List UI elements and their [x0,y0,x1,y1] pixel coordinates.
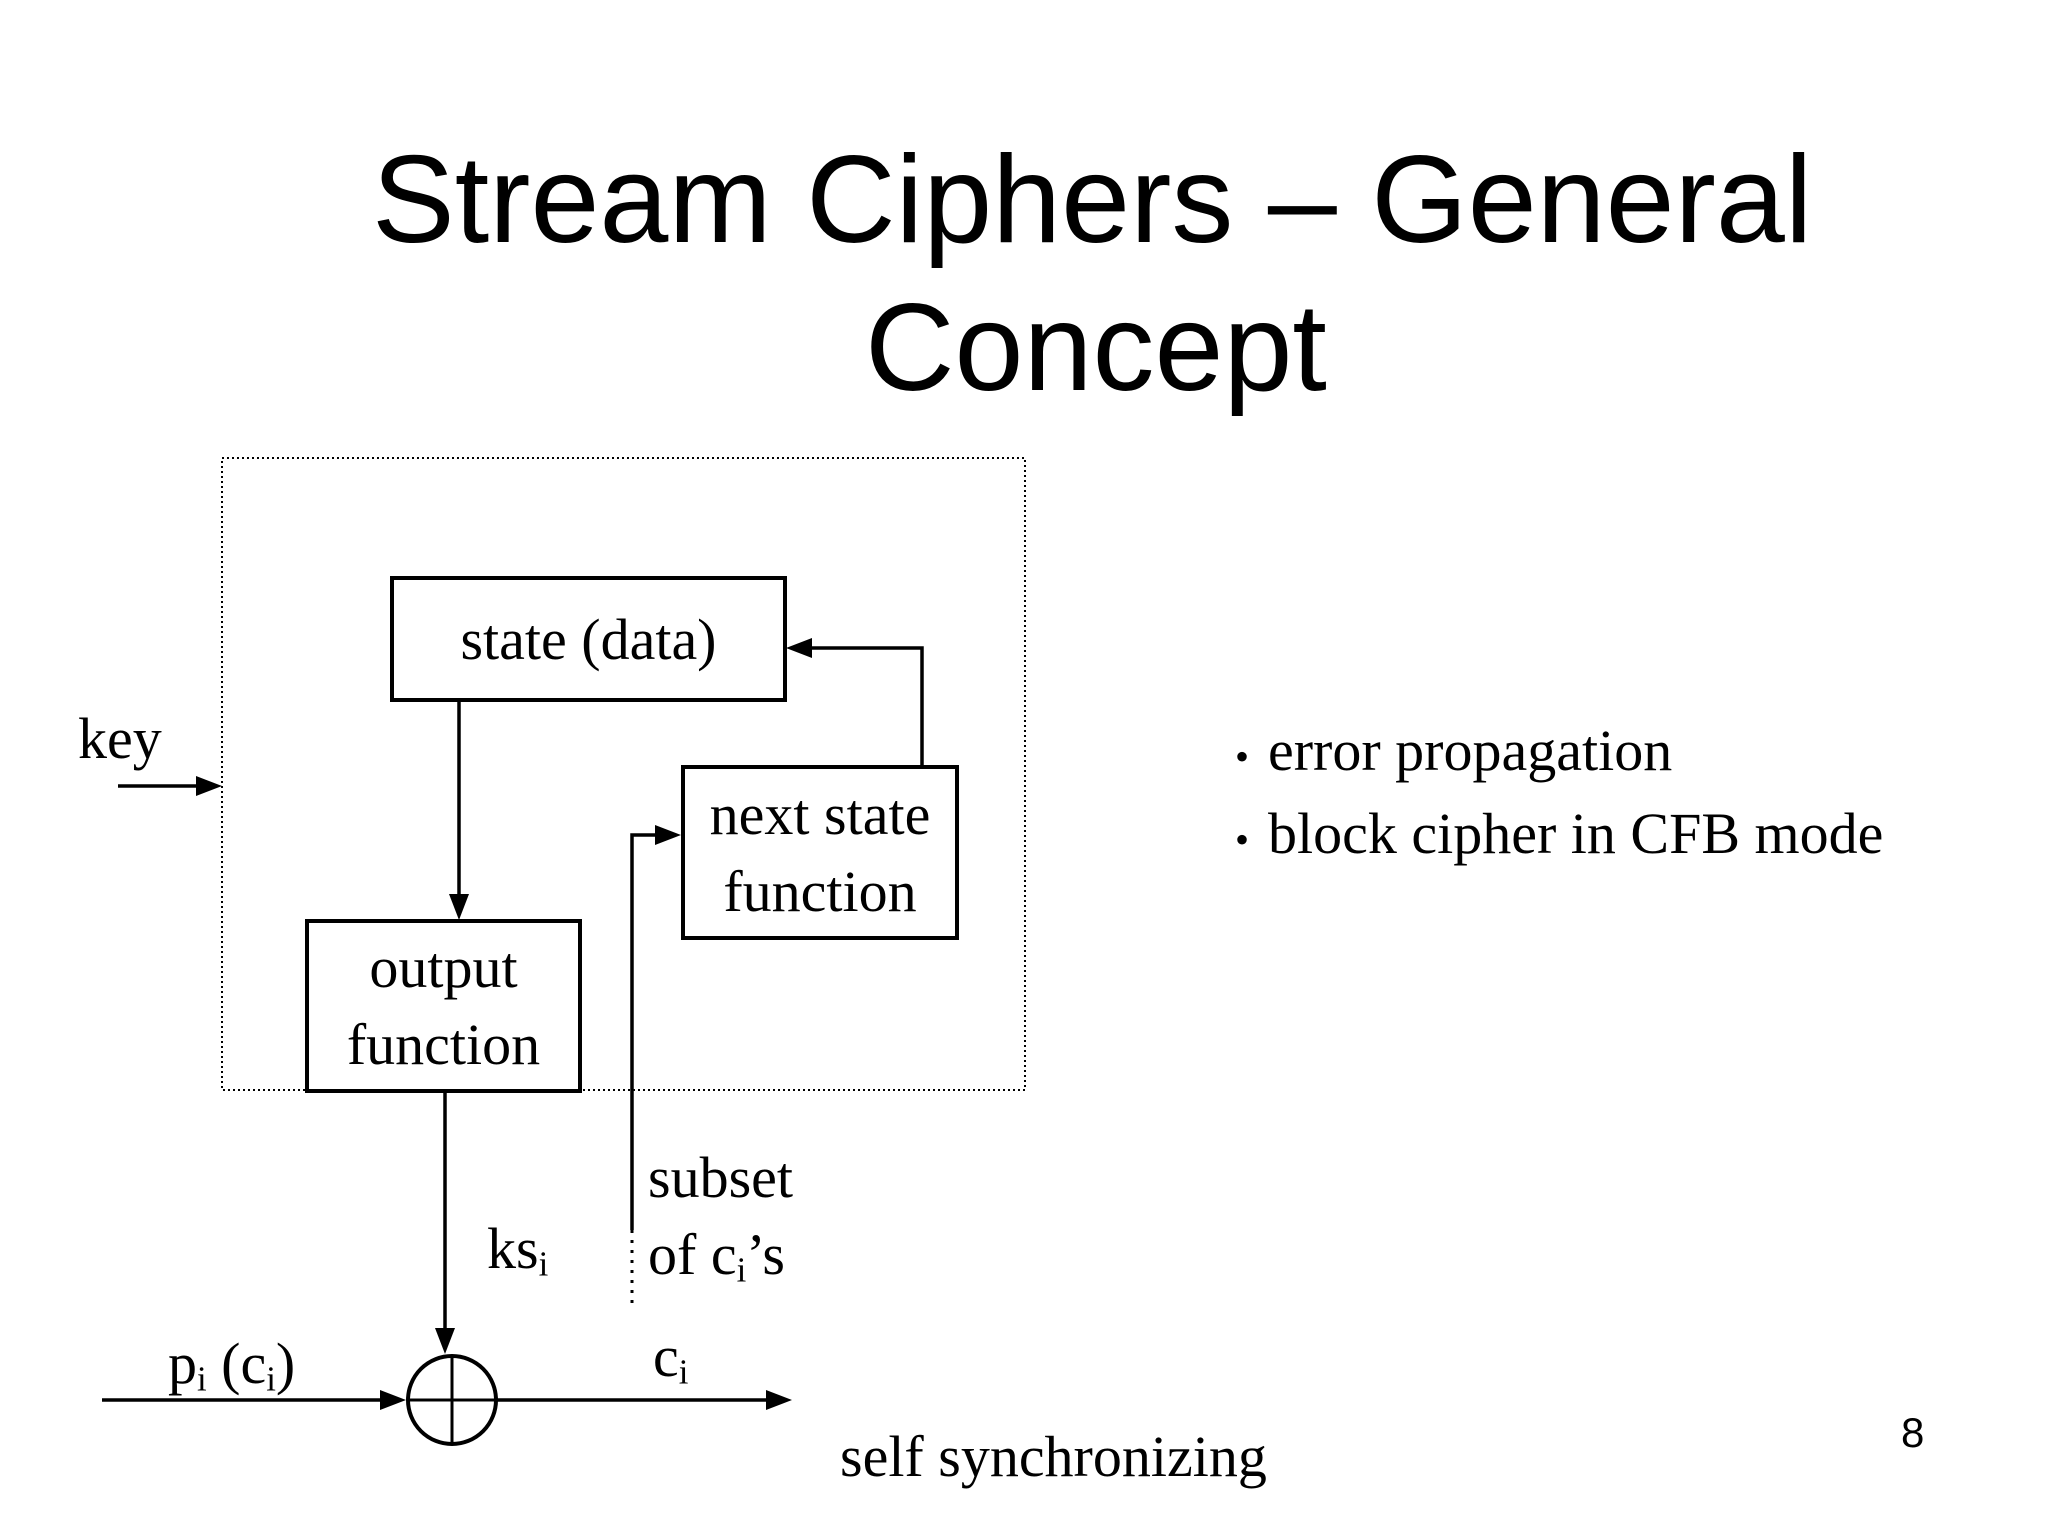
next-state-box-line1: next state [709,781,931,847]
output-box-line2: function [346,1012,541,1077]
slide-title-line1: Stream Ciphers – General [372,131,1813,269]
self-synchronizing-label: self synchronizing [840,1424,1267,1489]
next-state-box-line2: function [723,858,917,924]
page-number: 8 [1901,1409,1925,1456]
subset-label: subset of ci’s [648,1139,793,1309]
subset-feed-arrowhead-icon [655,825,681,845]
bullet-icon: • [1235,817,1250,862]
subset-line2-suffix: ’s [746,1222,785,1287]
feedback-line [812,646,924,765]
bullet-text: block cipher in CFB mode [1268,801,1884,866]
ciphertext-arrowhead-icon [766,1390,792,1410]
ciphertext-sub: i [678,1352,689,1392]
output-box-label: output function [307,921,580,1091]
plaintext-suffix: ) [275,1331,296,1396]
output-box-rect [305,919,582,1093]
state-box-rect [390,576,787,702]
plaintext-p: p [168,1331,197,1396]
subset-line2-sub: i [736,1250,747,1290]
plaintext-label: pi (ci) [168,1335,295,1397]
plaintext-mid: (c [206,1331,267,1396]
state-to-output-arrowhead-icon [449,894,469,920]
subset-line2-prefix: of c [648,1222,737,1287]
keystream-arrowhead-icon [435,1328,455,1354]
key-label: key [78,706,162,771]
bullet-item: • error propagation [1235,712,1883,795]
bullet-text: error propagation [1268,718,1673,783]
key-arrowhead-icon [196,776,222,796]
plaintext-sub1: i [197,1359,207,1399]
feedback-arrowhead-icon [786,638,812,658]
next-state-box-label: next state function [683,767,957,938]
keystream-label-sub: i [538,1244,549,1284]
subset-label-line1: subset [648,1145,793,1210]
slide-title-line2: Concept [865,279,1327,417]
keystream-label: ksi [487,1220,548,1282]
plaintext-arrowhead-icon [380,1390,406,1410]
notes-list: • error propagation • block cipher in CFB … [1235,712,1883,878]
subset-feed-line [630,833,655,1230]
cipher-system-dotted-box [221,457,1026,1091]
bullet-item: • block cipher in CFB mode [1235,795,1883,878]
keystream-label-base: ks [487,1216,539,1281]
next-state-box-rect [681,765,959,940]
plaintext-sub2: i [266,1359,276,1399]
bullet-icon: • [1235,734,1250,779]
ciphertext-label: ci [653,1328,688,1390]
state-box-label: state (data) [392,578,785,700]
ciphertext-base: c [653,1324,679,1389]
state-box-text: state (data) [460,606,717,672]
subset-label-line2: of ci’s [648,1216,793,1309]
output-box-line1: output [369,935,518,1000]
